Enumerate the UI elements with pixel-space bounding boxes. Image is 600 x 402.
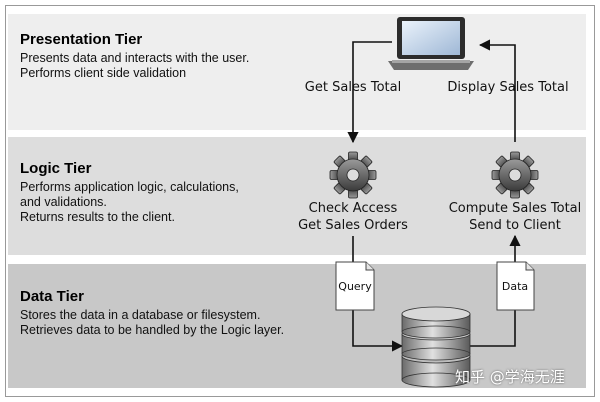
get-sales-total-label: Get Sales Total [304, 80, 402, 95]
presentation-tier-title: Presentation Tier [20, 31, 143, 48]
query-document-icon [335, 261, 375, 311]
compute-sales-total-label: Compute Sales Total [448, 201, 582, 216]
presentation-tier-description: Presents data and interacts with the use… [20, 51, 250, 80]
watermark: 知乎 @学海无涯 [455, 368, 565, 386]
data-document-label: Data [501, 280, 529, 293]
gear-icon [491, 151, 539, 199]
data-tier-band: Data Tier Stores the data in a database … [8, 264, 586, 388]
request-arrow [347, 41, 392, 144]
logic-tier-title: Logic Tier [20, 160, 92, 177]
laptop-icon [388, 17, 474, 70]
database-icon [401, 306, 471, 388]
data-document-icon [496, 261, 535, 311]
display-sales-total-label: Display Sales Total [447, 80, 569, 95]
gear-icon [329, 151, 377, 199]
check-access-label: Check Access [308, 201, 398, 216]
logic-tier-description: Performs application logic, calculations… [20, 180, 239, 224]
presentation-tier-band: Presentation Tier Presents data and inte… [8, 14, 586, 130]
query-document-label: Query [338, 280, 372, 293]
send-to-client-label: Send to Client [469, 218, 561, 233]
data-tier-description: Stores the data in a database or filesys… [20, 308, 285, 337]
data-tier-title: Data Tier [20, 288, 84, 305]
response-arrow [478, 39, 516, 142]
get-sales-orders-label: Get Sales Orders [298, 218, 408, 233]
logic-tier-band: Logic Tier Performs application logic, c… [8, 137, 586, 255]
